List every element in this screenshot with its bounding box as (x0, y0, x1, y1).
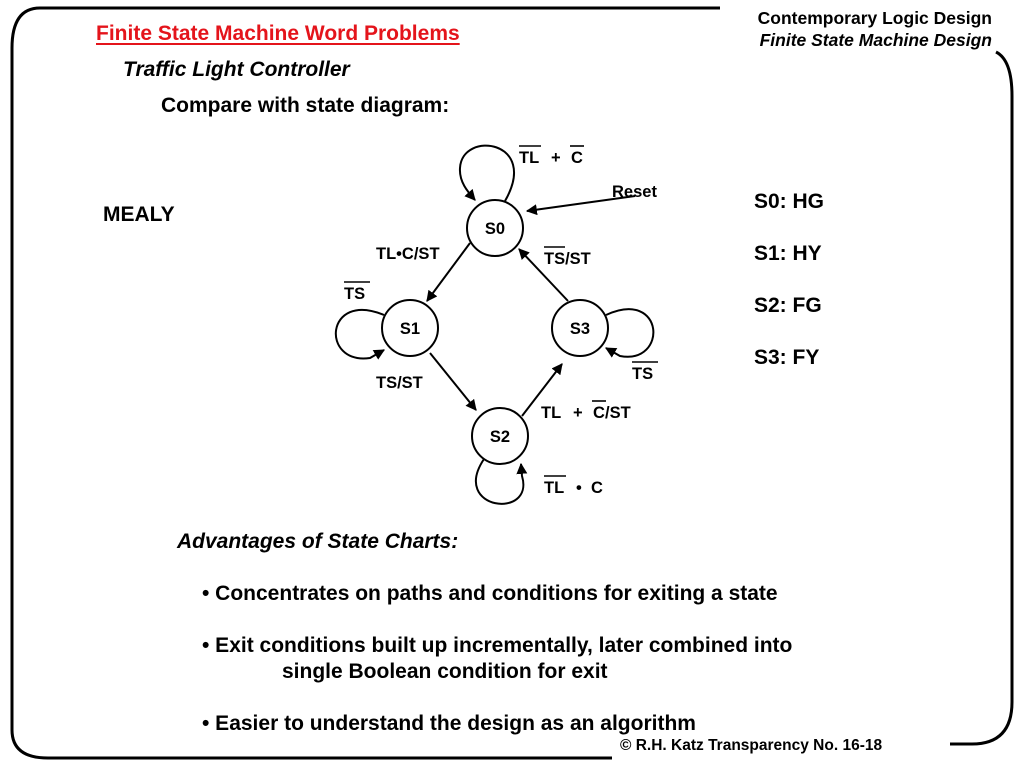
svg-text:+: + (551, 149, 561, 167)
state-s2: S2 (471, 407, 529, 465)
label-s3-self: TS (632, 361, 658, 383)
slide-title: Finite State Machine Word Problems (96, 22, 460, 45)
label-s1-self: TS (344, 281, 370, 303)
svg-text:C: C (571, 149, 583, 167)
label-s3-to-s0: TS/ST (544, 246, 591, 268)
course-header: Contemporary Logic Design (757, 8, 992, 28)
compare-heading: Compare with state diagram: (161, 94, 450, 117)
edge-s1-to-s2 (429, 352, 477, 411)
svg-text:TS/ST: TS/ST (544, 250, 591, 268)
svg-text:TS: TS (632, 365, 653, 383)
machine-type-label: MEALY (103, 203, 175, 226)
chapter-header: Finite State Machine Design (759, 30, 992, 50)
advantage-item-3: • Easier to understand the design as an … (202, 712, 696, 735)
state-s3-label: S3 (570, 320, 590, 338)
state-s2-label: S2 (490, 428, 510, 446)
loop-s1 (334, 308, 385, 360)
svg-text:•: • (576, 479, 582, 497)
svg-text:TS/ST: TS/ST (376, 374, 423, 392)
svg-text:TL: TL (544, 479, 564, 497)
advantage-item-1: • Concentrates on paths and conditions f… (202, 582, 778, 605)
edge-s2-to-s3 (521, 363, 563, 417)
svg-text:/ST: /ST (605, 404, 631, 422)
loop-s0 (458, 144, 515, 202)
label-s1-to-s2: TS/ST (376, 374, 423, 392)
svg-text:TL: TL (519, 149, 539, 167)
svg-text:TL: TL (541, 404, 561, 422)
state-s0-label: S0 (485, 220, 505, 238)
label-s2-to-s3: TL + C /ST (541, 400, 631, 422)
state-code-s0: S0: HG (754, 190, 825, 213)
label-s0-self: TL + C (519, 145, 584, 167)
edge-reset (525, 195, 636, 216)
loop-s3 (605, 308, 655, 358)
advantages-heading: Advantages of State Charts: (177, 530, 459, 553)
state-s0: S0 (466, 199, 524, 257)
advantage-item-2-continued: single Boolean condition for exit (282, 660, 608, 683)
state-s1-label: S1 (400, 320, 420, 338)
state-code-s1: S1: HY (754, 242, 822, 265)
svg-text:C: C (591, 479, 603, 497)
edge-s0-to-s1 (426, 242, 471, 302)
svg-text:C: C (593, 404, 605, 422)
state-code-s3: S3: FY (754, 346, 820, 369)
advantage-item-2: • Exit conditions built up incrementally… (202, 634, 793, 657)
label-s2-self: TL • C (544, 475, 603, 497)
svg-text:TS: TS (344, 285, 365, 303)
state-s3: S3 (551, 299, 609, 357)
svg-text:+: + (573, 404, 583, 422)
edge-s3-to-s0 (518, 248, 569, 302)
slide-footer: © R.H. Katz Transparency No. 16-18 (620, 737, 883, 754)
slide-subtitle: Traffic Light Controller (123, 58, 350, 81)
state-s1: S1 (381, 299, 439, 357)
reset-label: Reset (612, 183, 657, 201)
loop-s2 (475, 458, 528, 505)
state-code-s2: S2: FG (754, 294, 822, 317)
label-s0-to-s1: TL•C/ST (376, 245, 440, 263)
